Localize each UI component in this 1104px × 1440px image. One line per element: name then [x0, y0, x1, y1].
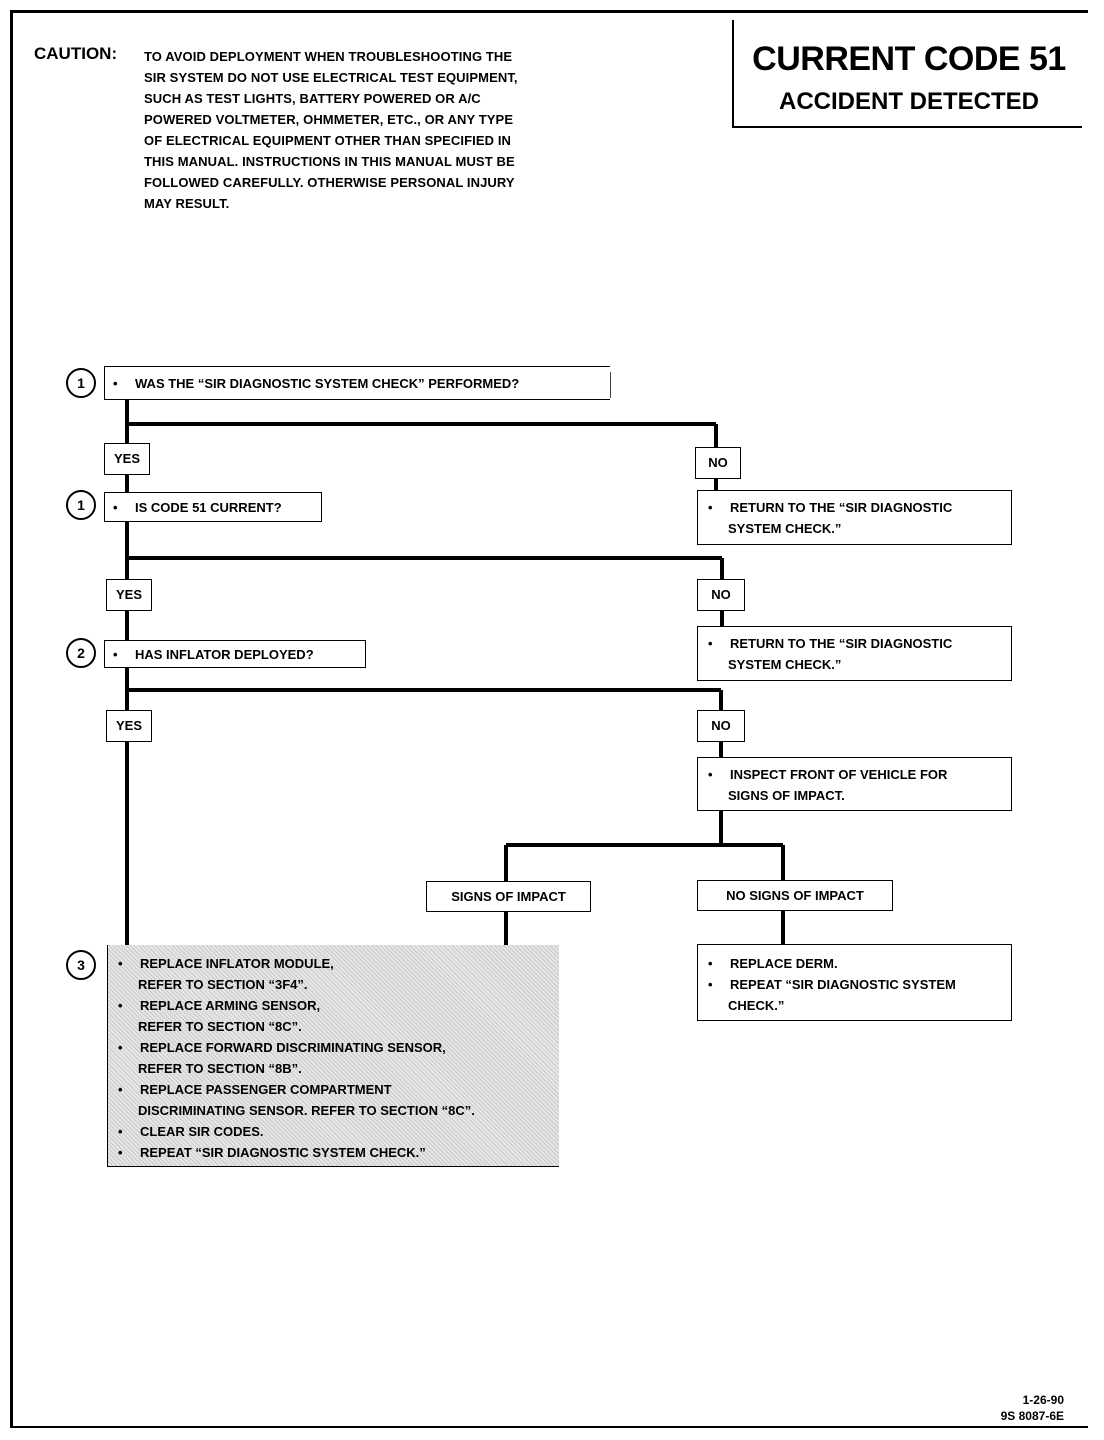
caution-line: OF ELECTRICAL EQUIPMENT OTHER THAN SPECI…	[144, 133, 512, 148]
step-number-3: 3	[66, 950, 96, 980]
action-text: SYSTEM CHECK.”	[728, 657, 842, 672]
bullet: •	[118, 1124, 123, 1139]
action-text: REFER TO SECTION “8B”.	[138, 1061, 302, 1076]
caution-label: CAUTION:	[34, 44, 118, 63]
action-text: SIGNS OF IMPACT.	[728, 788, 845, 803]
action-text: REPEAT “SIR DIAGNOSTIC SYSTEM	[730, 977, 956, 992]
bullet: •	[708, 977, 713, 992]
action-text: REPLACE DERM.	[730, 956, 838, 971]
code-title: CURRENT CODE 51	[752, 40, 1066, 78]
document-footer: 1-26-90 9S 8087-6E	[1001, 1392, 1064, 1424]
caution-line: TO AVOID DEPLOYMENT WHEN TROUBLESHOOTING…	[144, 49, 513, 64]
caution-line: POWERED VOLTMETER, OHMMETER, ETC., OR AN…	[144, 112, 514, 127]
action-text: REPLACE PASSENGER COMPARTMENT	[140, 1082, 392, 1097]
no-label: NO	[695, 447, 741, 479]
bullet: •	[708, 636, 713, 651]
question-box-inspection-performed: • WAS THE “SIR DIAGNOSTIC SYSTEM CHECK” …	[104, 366, 610, 400]
bullet: •	[118, 1040, 123, 1055]
bullet: •	[118, 1082, 123, 1097]
action-text: REPLACE FORWARD DISCRIMINATING SENSOR,	[140, 1040, 446, 1055]
action-text: REFER TO SECTION “3F4”.	[138, 977, 308, 992]
action-text: REPEAT “SIR DIAGNOSTIC SYSTEM CHECK.”	[140, 1145, 426, 1160]
footer-date: 1-26-90	[1022, 1393, 1064, 1407]
no-label: NO	[697, 710, 745, 742]
question-text: HAS INFLATOR DEPLOYED?	[135, 646, 314, 662]
bullet: •	[118, 1145, 123, 1160]
action-text: REFER TO SECTION “8C”.	[138, 1019, 302, 1034]
step-number-1: 1	[66, 368, 96, 398]
caution-line: SUCH AS TEST LIGHTS, BATTERY POWERED OR …	[144, 91, 481, 106]
yes-label: YES	[106, 579, 152, 611]
action-box-return-check: • RETURN TO THE “SIR DIAGNOSTIC SYSTEM CH…	[697, 626, 1012, 681]
action-box-replace-derm: • REPLACE DERM. • REPEAT “SIR DIAGNOSTIC S…	[697, 944, 1012, 1021]
question-box-inflator-deployed: • HAS INFLATOR DEPLOYED?	[104, 640, 366, 668]
question-text: IS CODE 51 CURRENT?	[135, 499, 282, 515]
bullet: •	[118, 998, 123, 1013]
question-box-code-current: • IS CODE 51 CURRENT?	[104, 492, 322, 522]
action-text: RETURN TO THE “SIR DIAGNOSTIC	[730, 636, 953, 651]
no-label: NO	[697, 579, 745, 611]
action-text: CLEAR SIR CODES.	[140, 1124, 264, 1139]
caution-line: THIS MANUAL. INSTRUCTIONS IN THIS MANUAL…	[144, 154, 515, 169]
no-signs-of-impact-label: NO SIGNS OF IMPACT	[697, 880, 893, 911]
code-subtitle: ACCIDENT DETECTED	[778, 88, 1039, 115]
question-text: WAS THE “SIR DIAGNOSTIC SYSTEM CHECK” PE…	[135, 375, 520, 391]
footer-code: 9S 8087-6E	[1000, 1409, 1064, 1423]
action-text: REPLACE ARMING SENSOR,	[140, 998, 321, 1013]
signs-of-impact-label: SIGNS OF IMPACT	[426, 881, 591, 912]
bullet: •	[118, 956, 123, 971]
action-box-replace-components: • REPLACE INFLATOR MODULE, REFER TO SECTI…	[107, 945, 559, 1167]
action-text: RETURN TO THE “SIR DIAGNOSTIC	[730, 500, 953, 515]
caution-line: FOLLOWED CAREFULLY. OTHERWISE PERSONAL I…	[144, 175, 515, 190]
step-number-1b: 1	[66, 490, 96, 520]
bullet: •	[113, 646, 118, 662]
caution-line: SIR SYSTEM DO NOT USE ELECTRICAL TEST EQ…	[144, 70, 518, 85]
yes-label: YES	[106, 710, 152, 742]
action-text: DISCRIMINATING SENSOR. REFER TO SECTION …	[138, 1103, 475, 1118]
bullet: •	[113, 499, 118, 515]
caution-line: MAY RESULT.	[144, 196, 230, 211]
action-text: REPLACE INFLATOR MODULE,	[140, 956, 334, 971]
bullet: •	[708, 767, 713, 782]
action-text: INSPECT FRONT OF VEHICLE FOR	[730, 767, 948, 782]
bullet: •	[708, 500, 713, 515]
action-box-inspect-vehicle: • INSPECT FRONT OF VEHICLE FOR SIGNS OF I…	[697, 757, 1012, 811]
action-text: CHECK.”	[728, 998, 785, 1013]
caution-text: TO AVOID DEPLOYMENT WHEN TROUBLESHOOTING…	[144, 46, 604, 214]
action-box-return-check: • RETURN TO THE “SIR DIAGNOSTIC SYSTEM CH…	[697, 490, 1012, 545]
action-text: SYSTEM CHECK.”	[728, 521, 842, 536]
bullet: •	[708, 956, 713, 971]
yes-label: YES	[104, 443, 150, 475]
code-header-box: CURRENT CODE 51 ACCIDENT DETECTED	[732, 20, 1082, 128]
page-border	[10, 10, 1088, 1428]
bullet: •	[113, 375, 118, 391]
step-number-2: 2	[66, 638, 96, 668]
